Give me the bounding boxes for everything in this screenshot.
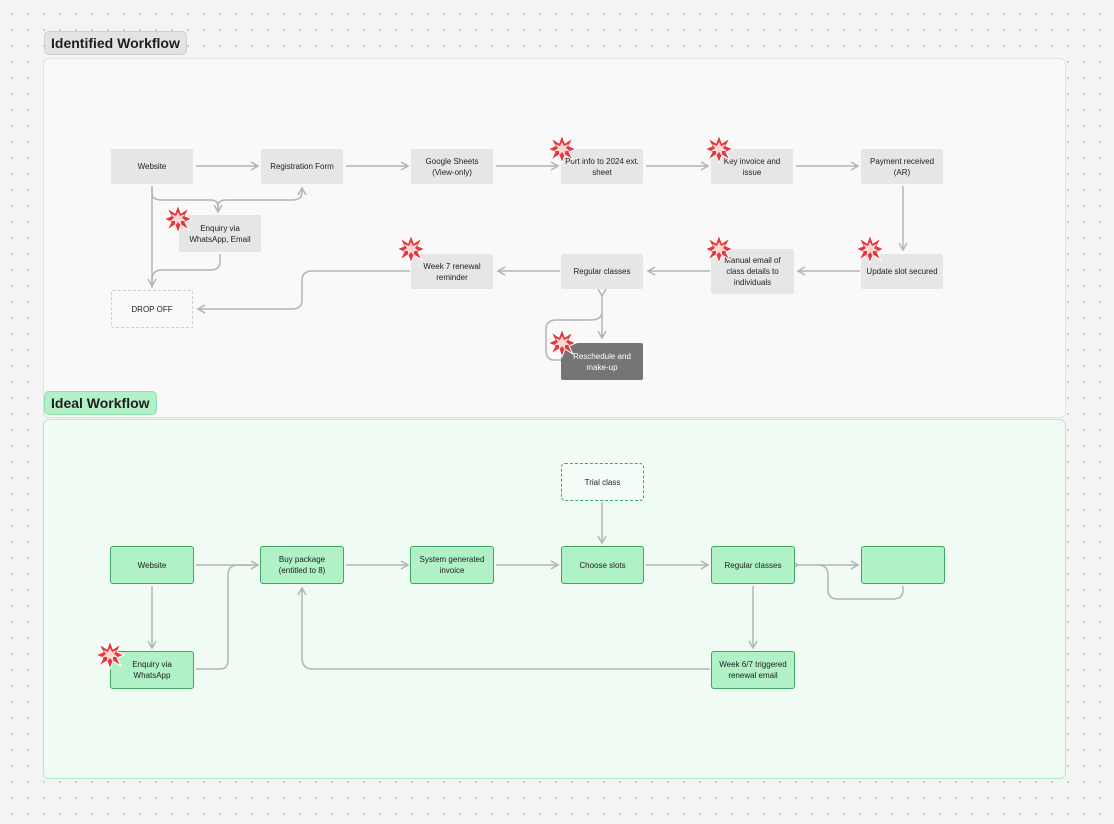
node-buy-package-label: Buy package (entitled to 8) [278, 555, 326, 575]
collision-burst-icon [95, 640, 125, 670]
arrow-reschedule-loop [545, 311, 603, 361]
node-registration-form[interactable]: Registration Form [261, 149, 343, 184]
node-week67-email[interactable]: Week 6/7 triggered renewal email [711, 651, 795, 689]
arrow-week7-to-dropoff [196, 270, 410, 314]
collision-burst-icon [163, 204, 193, 234]
collision-burst-icon [704, 134, 734, 164]
node-buy-package[interactable]: Buy package (entitled to 8) [260, 546, 344, 584]
node-enquiry[interactable]: Enquiry via WhatsApp, Email [179, 215, 261, 252]
node-system-invoice-label: System generated invoice [419, 555, 485, 575]
collision-burst-icon [396, 234, 426, 264]
arrow-enquiry-to-registration [217, 186, 307, 212]
node-regular-classes[interactable]: Regular classes [561, 254, 643, 289]
node-trial-class[interactable]: Trial class [561, 463, 644, 501]
node-week67-email-label: Week 6/7 triggered renewal email [719, 660, 787, 680]
node-payment-received-label: Payment received (AR) [869, 156, 935, 177]
node-update-slot-label: Update slot secured [866, 267, 938, 276]
collision-burst-icon [547, 134, 577, 164]
node-ideal-regular-classes[interactable]: Regular classes [711, 546, 795, 584]
node-week7-reminder-label: Week 7 renewal reminder [423, 261, 481, 282]
node-trial-class-label: Trial class [584, 477, 621, 487]
node-choose-slots-label: Choose slots [579, 560, 626, 570]
node-website[interactable]: Website [111, 149, 193, 184]
arrow-enquiry-to-dropoff [151, 254, 221, 288]
node-ideal-enquiry-label: Enquiry via WhatsApp [132, 660, 172, 680]
collision-burst-icon [855, 234, 885, 264]
node-key-invoice-label: Key invoice and issue [723, 156, 781, 177]
node-drop-off-label: DROP OFF [131, 304, 173, 314]
node-regular-classes-label: Regular classes [573, 267, 631, 276]
arrow-blank-loop [817, 564, 904, 600]
node-reschedule-label: Reschedule and make-up [573, 351, 631, 372]
arrow-enquiry-to-buy [196, 564, 252, 670]
node-reschedule[interactable]: Reschedule and make-up [561, 343, 643, 380]
node-manual-email-label: Manual email of class details to individ… [724, 256, 781, 287]
node-choose-slots[interactable]: Choose slots [561, 546, 644, 584]
node-blank-box[interactable] [861, 546, 945, 584]
node-google-sheets[interactable]: Google Sheets (View-only) [411, 149, 493, 184]
node-system-invoice[interactable]: System generated invoice [410, 546, 494, 584]
arrow-website-to-enquiry [151, 186, 223, 214]
node-google-sheets-label: Google Sheets (View-only) [425, 156, 479, 177]
node-ideal-website-label: Website [137, 560, 167, 570]
node-ideal-website[interactable]: Website [110, 546, 194, 584]
collision-burst-icon [704, 234, 734, 264]
node-ideal-regular-classes-label: Regular classes [724, 560, 782, 570]
collision-burst-icon [547, 328, 577, 358]
node-website-label: Website [137, 162, 167, 171]
identified-workflow-title: Identified Workflow [44, 31, 187, 55]
node-drop-off[interactable]: DROP OFF [111, 290, 193, 328]
node-enquiry-label: Enquiry via WhatsApp, Email [189, 223, 251, 244]
node-port-info-label: Port info to 2024 ext. sheet [565, 156, 639, 177]
node-week7-reminder[interactable]: Week 7 renewal reminder [411, 254, 493, 289]
node-ideal-enquiry[interactable]: Enquiry via WhatsApp [110, 651, 194, 689]
node-update-slot[interactable]: Update slot secured [861, 254, 943, 289]
arrow-week67-to-buy [297, 586, 710, 670]
node-payment-received[interactable]: Payment received (AR) [861, 149, 943, 184]
node-registration-form-label: Registration Form [270, 162, 334, 171]
node-port-info[interactable]: Port info to 2024 ext. sheet [561, 149, 643, 184]
ideal-workflow-title: Ideal Workflow [44, 391, 157, 415]
